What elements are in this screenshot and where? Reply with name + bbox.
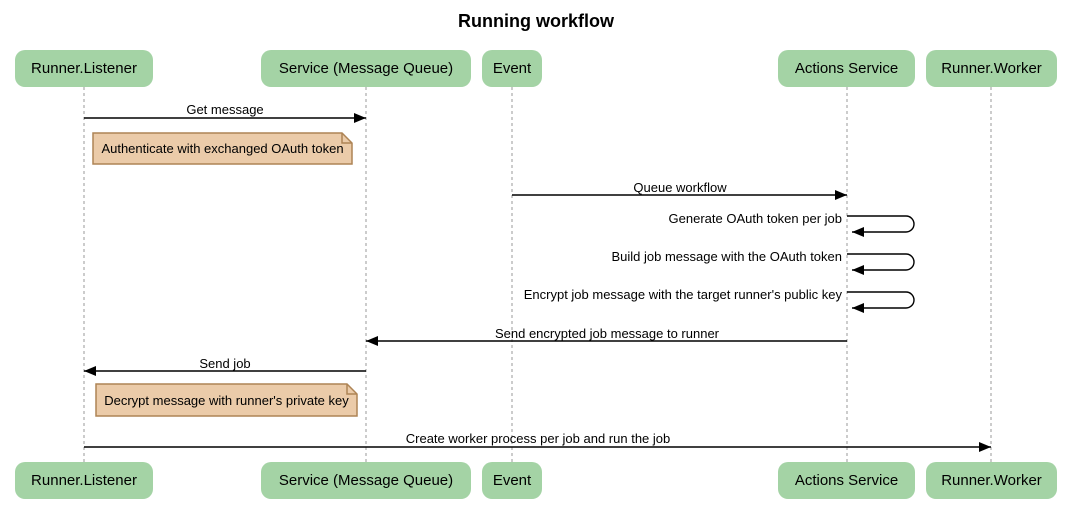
message-label-queue-workflow: Queue workflow [633, 180, 727, 195]
message-label-create-worker-process: Create worker process per job and run th… [405, 431, 671, 446]
note-fold-decrypt [346, 384, 357, 395]
participant-top-service-message-queue: Service (Message Queue) [261, 50, 471, 87]
message-label-send-job: Send job [199, 356, 251, 371]
self-loop-generate-oauth-token [847, 215, 915, 237]
participant-top-runner-listener: Runner.Listener [15, 50, 153, 87]
note-fold-authenticate [341, 133, 352, 144]
participant-top-event: Event [482, 50, 542, 87]
participant-top-runner-worker: Runner.Worker [926, 50, 1057, 87]
message-label-get-message: Get message [186, 102, 264, 117]
message-label-encrypt-job-message: Encrypt job message with the target runn… [523, 287, 842, 302]
notes [92, 132, 358, 417]
participant-bottom-runner-worker: Runner.Worker [926, 462, 1057, 499]
self-loop-build-job-message [847, 253, 915, 275]
message-label-build-job-message: Build job message with the OAuth token [611, 249, 842, 264]
participant-label: Actions Service [794, 472, 899, 489]
diagram-title: Running workflow [458, 11, 614, 31]
participant-label: Actions Service [794, 60, 899, 77]
participant-top-actions-service: Actions Service [778, 50, 915, 87]
note-authenticate-oauth: Authenticate with exchanged OAuth token [101, 141, 344, 156]
participant-label: Service (Message Queue) [278, 472, 454, 489]
note-decrypt-private-key: Decrypt message with runner's private ke… [104, 392, 349, 408]
note-shape-authenticate [92, 132, 353, 165]
lifelines [83, 87, 992, 462]
message-arrows [84, 113, 991, 452]
participant-label: Runner.Listener [31, 60, 137, 77]
participant-label: Runner.Worker [941, 60, 1042, 77]
participant-label: Event [492, 472, 532, 489]
note-shape-decrypt [95, 383, 358, 417]
message-label-generate-oauth-token: Generate OAuth token per job [668, 211, 842, 226]
message-label-send-encrypted-job-message: Send encrypted job message to runner [494, 326, 720, 341]
participant-bottom-actions-service: Actions Service [778, 462, 915, 499]
self-loop-encrypt-job-message [847, 291, 915, 313]
participant-bottom-event: Event [482, 462, 542, 499]
participant-label: Event [492, 60, 532, 77]
participant-bottom-service-message-queue: Service (Message Queue) [261, 462, 471, 499]
participant-label: Service (Message Queue) [278, 60, 454, 77]
participant-label: Runner.Worker [941, 472, 1042, 489]
participant-label: Runner.Listener [31, 472, 137, 489]
participant-bottom-runner-listener: Runner.Listener [15, 462, 153, 499]
